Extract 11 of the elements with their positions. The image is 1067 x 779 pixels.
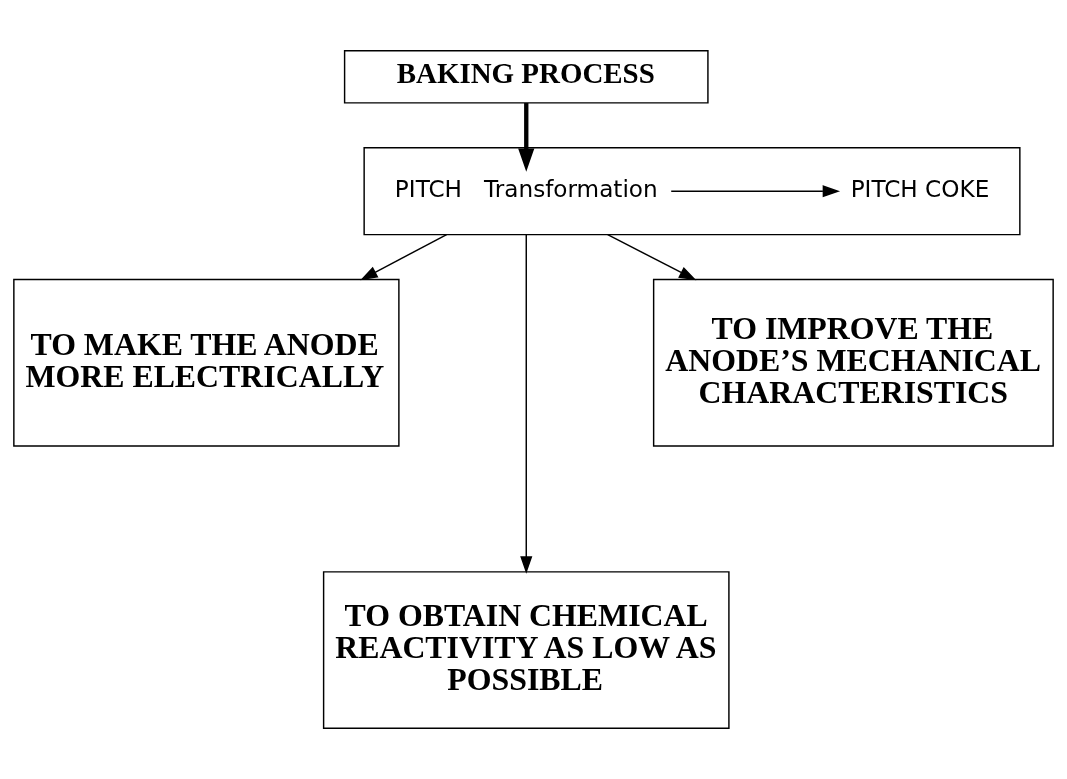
node-box: BAKING PROCESS (343, 50, 709, 104)
arrow (518, 103, 535, 172)
node-box: TO IMPROVE THE ANODE’S MECHANICAL CHARACTERISTICS (652, 278, 1054, 447)
node-box: TO OBTAIN CHEMICAL REACTIVITY AS LOW AS POSSIBLE (322, 571, 730, 729)
arrow (520, 233, 533, 574)
node-box: TO MAKE THE ANODE MORE ELECTRICALLY (13, 278, 400, 447)
node-text: PITCH COKE (850, 175, 990, 202)
arrow (606, 233, 697, 281)
node-text: PITCH Transformation (394, 175, 658, 202)
arrow (670, 185, 841, 198)
arrow (360, 233, 448, 281)
